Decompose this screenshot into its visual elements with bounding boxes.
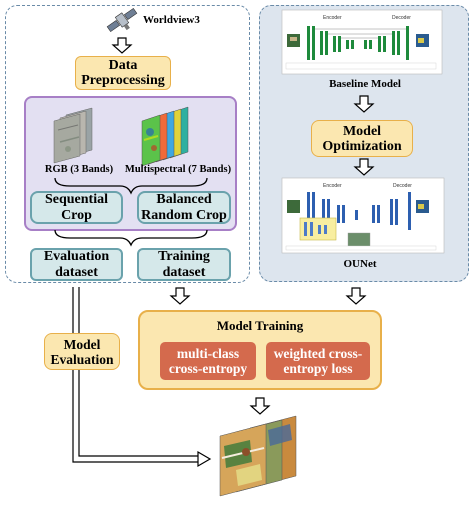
data-preprocessing-box: Data Preprocessing (75, 56, 171, 90)
model-optimization-box: Model Optimization (311, 120, 413, 157)
sequential-crop-line1: Sequential (44, 191, 108, 207)
ounet-encoder-label: Encoder (323, 183, 342, 189)
brace-crops (54, 229, 208, 247)
model-training-box: Model Training multi-class cross-entropy… (138, 310, 382, 390)
model-evaluation-line2: Evaluation (50, 351, 114, 367)
model-evaluation-box: Model Evaluation (44, 333, 120, 370)
arrow-optimization-to-ounet (353, 158, 375, 176)
evaluation-dataset-line2: dataset (55, 264, 98, 280)
sequential-crop-line2: Crop (61, 207, 92, 223)
loss-multiclass-line1: multi-class (176, 346, 240, 361)
loss-multiclass-line2: cross-entropy (168, 361, 248, 376)
data-preprocessing-line2: Preprocessing (81, 73, 165, 88)
satellite-label: Worldview3 (143, 14, 200, 26)
baseline-decoder-label: Decoder (392, 15, 411, 21)
hollow-arrows (111, 37, 375, 415)
evaluation-dataset-line1: Evaluation (43, 248, 110, 264)
model-evaluation-line1: Model (63, 336, 101, 352)
arrow-satellite-to-preprocessing (111, 37, 133, 54)
model-training-title: Model Training (216, 318, 304, 333)
data-preprocessing-line1: Data (108, 58, 138, 73)
arrow-training-dataset-down (169, 287, 191, 305)
training-dataset-line2: dataset (162, 264, 206, 280)
loss-weighted-line2: entropy loss (283, 361, 353, 376)
multispectral-label: Multispectral (7 Bands) (124, 164, 232, 175)
training-dataset-line1: Training (158, 248, 210, 264)
loss-weighted-line1: weighted cross- (273, 346, 363, 361)
balanced-crop-line2: Random Crop (141, 207, 227, 223)
rgb-label: RGB (3 Bands) (44, 164, 114, 175)
model-optimization-line1: Model (342, 123, 382, 139)
brace-images (54, 177, 208, 195)
loss-multiclass-box: multi-class cross-entropy (160, 342, 256, 380)
balanced-random-crop-box: Balanced Random Crop (137, 191, 231, 224)
sequential-crop-box: Sequential Crop (30, 191, 123, 224)
training-dataset-box: Training dataset (137, 248, 231, 281)
arrow-ounet-down (345, 287, 367, 305)
baseline-encoder-label: Encoder (323, 15, 342, 21)
preprocessing-dashed-region (5, 5, 250, 283)
model-optimization-line2: Optimization (322, 138, 402, 154)
baseline-model-label: Baseline Model (329, 78, 401, 90)
evaluation-path-head (197, 450, 212, 468)
balanced-crop-line1: Balanced (156, 191, 212, 207)
ounet-label: OUNet (343, 258, 377, 270)
evaluation-dataset-box: Evaluation dataset (30, 248, 123, 281)
arrow-training-to-map (249, 397, 271, 415)
ounet-decoder-label: Decoder (393, 183, 412, 189)
arrow-baseline-to-optimization (353, 95, 375, 113)
loss-weighted-box: weighted cross- entropy loss (266, 342, 370, 380)
